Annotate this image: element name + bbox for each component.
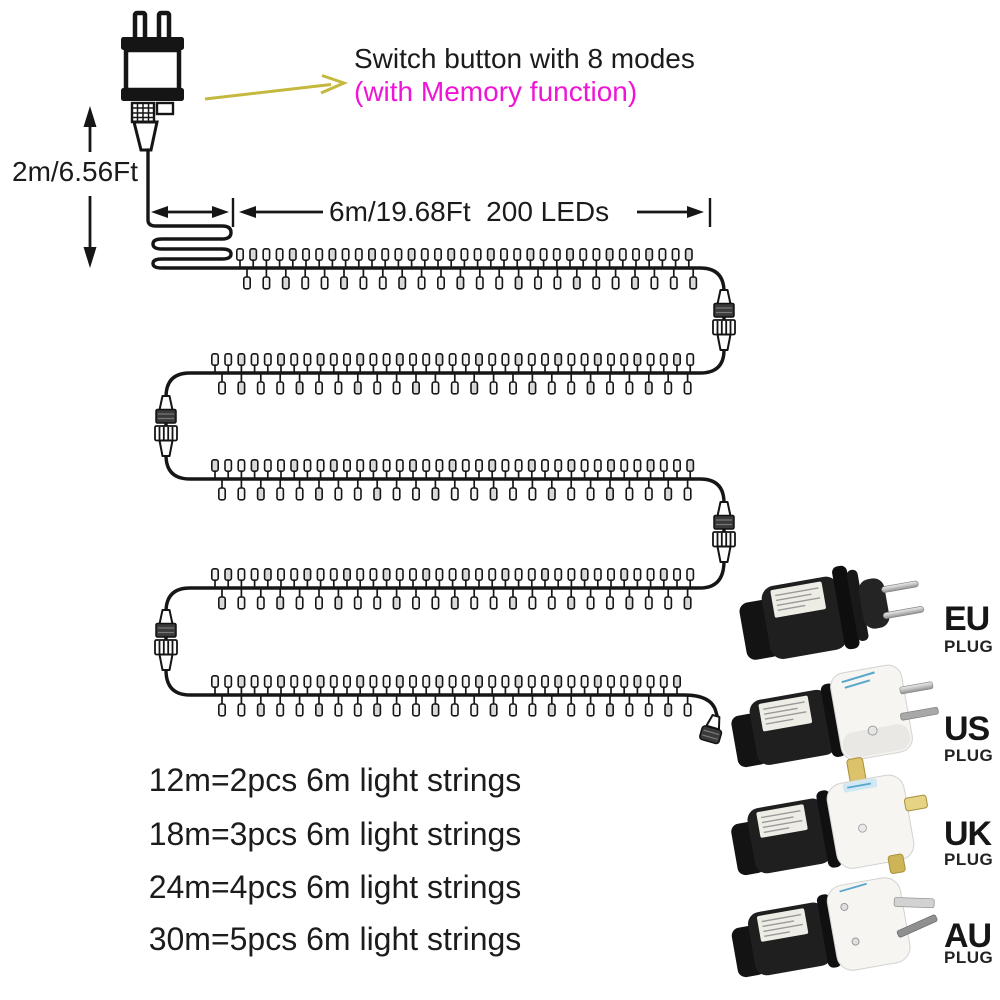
dimension-2m-arrow <box>83 106 97 268</box>
controller-plug-illustration <box>121 10 184 152</box>
plug-code-label-uk: UK <box>944 815 992 853</box>
plug-prong-left <box>132 10 148 43</box>
end-cap <box>699 714 723 745</box>
plug-body <box>123 47 182 93</box>
spec-line-12m: 12m=2pcs 6m light strings <box>148 762 522 798</box>
spec-line-24m: 24m=4pcs 6m light strings <box>148 869 522 905</box>
plug-word-label-us: PLUG <box>944 746 994 765</box>
spec-line-30m: 30m=5pcs 6m light strings <box>148 921 522 957</box>
pointer-arrow <box>204 74 349 101</box>
us-plug-photo <box>731 664 939 768</box>
plug-word-label-eu: PLUG <box>944 637 994 656</box>
plug-word-label-uk: PLUG <box>944 850 994 869</box>
plug-code-label-eu: EU <box>944 600 990 638</box>
dimension-6m-line <box>151 198 712 227</box>
plug-word-label-au: PLUG <box>944 948 994 967</box>
au-plug-photo <box>731 877 938 978</box>
led-bulb-layer <box>211 248 698 717</box>
lead-length-label: 2m/6.56Ft <box>12 156 139 187</box>
plug-prong-right <box>156 10 172 43</box>
string-length-label: 6m/19.68Ft 200 LEDs <box>329 196 610 227</box>
uk-plug-photo <box>731 757 928 876</box>
memory-function-label: (with Memory function) <box>354 76 638 107</box>
eu-plug-photo <box>739 565 925 660</box>
string-wire-path <box>146 148 726 721</box>
switch-mode-label: Switch button with 8 modes <box>354 43 695 74</box>
plug-code-label-us: US <box>944 710 990 748</box>
string-connector-layer <box>154 289 736 671</box>
plug-code-label-au: AU <box>944 917 992 955</box>
spec-line-18m: 18m=3pcs 6m light strings <box>148 816 522 852</box>
